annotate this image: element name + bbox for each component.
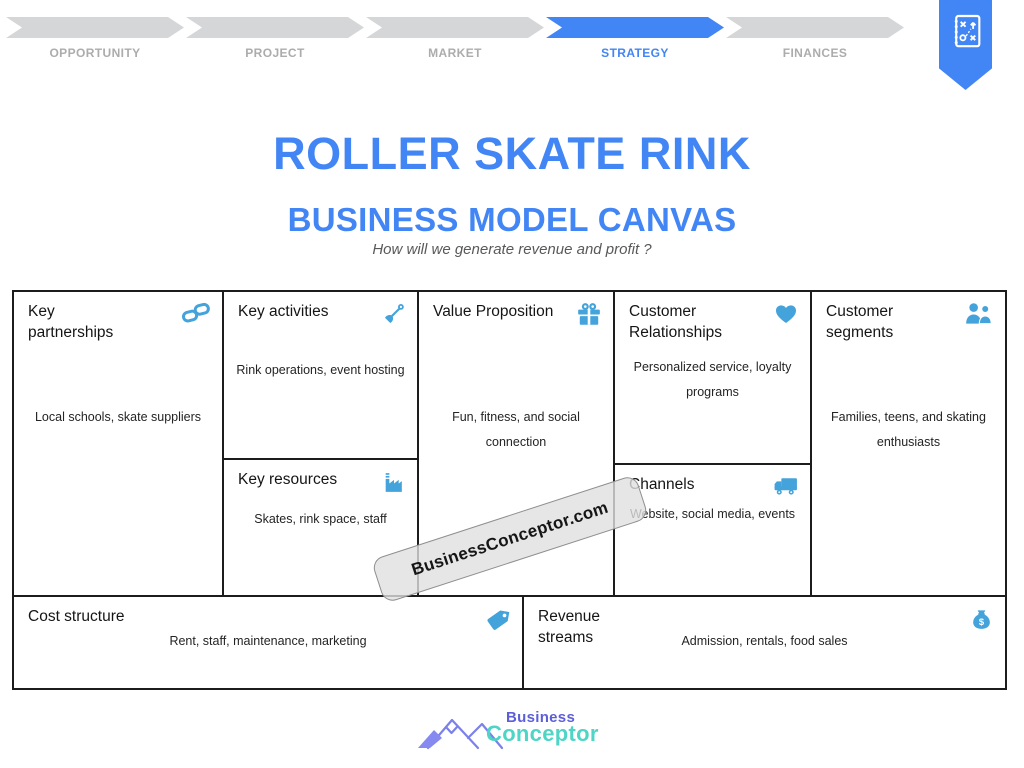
cell-content: Families, teens, and skating enthusiasts: [831, 410, 986, 449]
money-bag-icon: $: [969, 607, 994, 637]
step-label: FINANCES: [782, 46, 848, 60]
cell-title: Key partnerships: [28, 303, 114, 341]
cell-title: Key activities: [238, 303, 329, 320]
chevron-arrow: [6, 17, 184, 38]
cell-cost-structure: Cost structure Rent, staff, maintenance,…: [14, 595, 522, 688]
shovel-icon: [382, 302, 406, 331]
cell-channels: Channels Website, social media, events: [613, 463, 810, 595]
heart-icon: [773, 302, 799, 331]
mountains-logo-icon: [416, 704, 516, 759]
chevron-arrow: [726, 17, 904, 38]
cell-title: Channels: [629, 476, 695, 493]
step-label: STRATEGY: [601, 46, 669, 60]
cell-title: Cost structure: [28, 608, 125, 625]
chevron-arrow: [366, 17, 544, 38]
page-subtitle: BUSINESS MODEL CANVAS: [287, 201, 737, 238]
cell-content: Skates, rink space, staff: [254, 512, 387, 526]
cell-title: Customer segments: [826, 303, 894, 341]
people-icon: [964, 302, 994, 331]
step-finances[interactable]: FINANCES: [726, 17, 904, 60]
progress-stepper: OPPORTUNITY PROJECT MARKET STRATEGY FINA…: [6, 17, 904, 60]
step-market[interactable]: MARKET: [366, 17, 544, 60]
cell-revenue-streams: Revenue streams $ Admission, rentals, fo…: [522, 595, 1005, 688]
cell-key-resources: Key resources Skates, rink space, staff: [222, 458, 417, 595]
chevron-arrow: [186, 17, 364, 38]
step-strategy[interactable]: STRATEGY: [546, 17, 724, 60]
cell-value-proposition: Value Proposition Fun, fitness, and soci…: [417, 292, 613, 595]
cell-key-activities: Key activities Rink operations, event ho…: [222, 292, 417, 458]
factory-icon: [381, 470, 406, 500]
chain-link-icon: [181, 302, 211, 328]
step-label: PROJECT: [245, 46, 305, 60]
cell-customer-relationships: Customer Relationships Personalized serv…: [613, 292, 810, 463]
svg-text:$: $: [979, 617, 985, 627]
cell-content: Fun, fitness, and social connection: [452, 410, 580, 449]
cell-content: Rink operations, event hosting: [236, 363, 405, 377]
logo-text-conceptor: Conceptor: [486, 721, 599, 746]
cell-content: Website, social media, events: [629, 507, 796, 521]
cell-key-partnerships: Key partnerships Local schools, skate su…: [14, 292, 222, 595]
strategy-playbook-icon: [950, 13, 982, 56]
cell-title: Customer Relationships: [629, 303, 723, 341]
step-label: OPPORTUNITY: [49, 46, 141, 60]
page-tagline: How will we generate revenue and profit …: [372, 241, 652, 258]
logo-text-business: Business: [506, 709, 576, 726]
cell-content: Local schools, skate suppliers: [34, 410, 202, 424]
cell-content: Rent, staff, maintenance, marketing: [169, 634, 367, 648]
cell-title: Value Proposition: [433, 303, 554, 320]
business-model-canvas: Key partnerships Local schools, skate su…: [12, 290, 1007, 690]
cell-content: Admission, rentals, food sales: [681, 634, 848, 648]
cell-title: Key resources: [238, 471, 338, 488]
strategy-bookmark-ribbon: [939, 0, 992, 90]
cell-title: Revenue streams: [538, 608, 601, 646]
gift-icon: [576, 302, 602, 333]
chevron-arrow-active: [546, 17, 724, 38]
page-title: ROLLER SKATE RINK: [273, 128, 751, 179]
price-tag-icon: [485, 607, 511, 638]
truck-icon: [772, 475, 799, 501]
cell-customer-segments: Customer segments Families, teens, and s…: [810, 292, 1005, 595]
step-opportunity[interactable]: OPPORTUNITY: [6, 17, 184, 60]
cell-content: Personalized service, loyalty programs: [633, 360, 792, 399]
step-label: MARKET: [428, 46, 482, 60]
step-project[interactable]: PROJECT: [186, 17, 364, 60]
